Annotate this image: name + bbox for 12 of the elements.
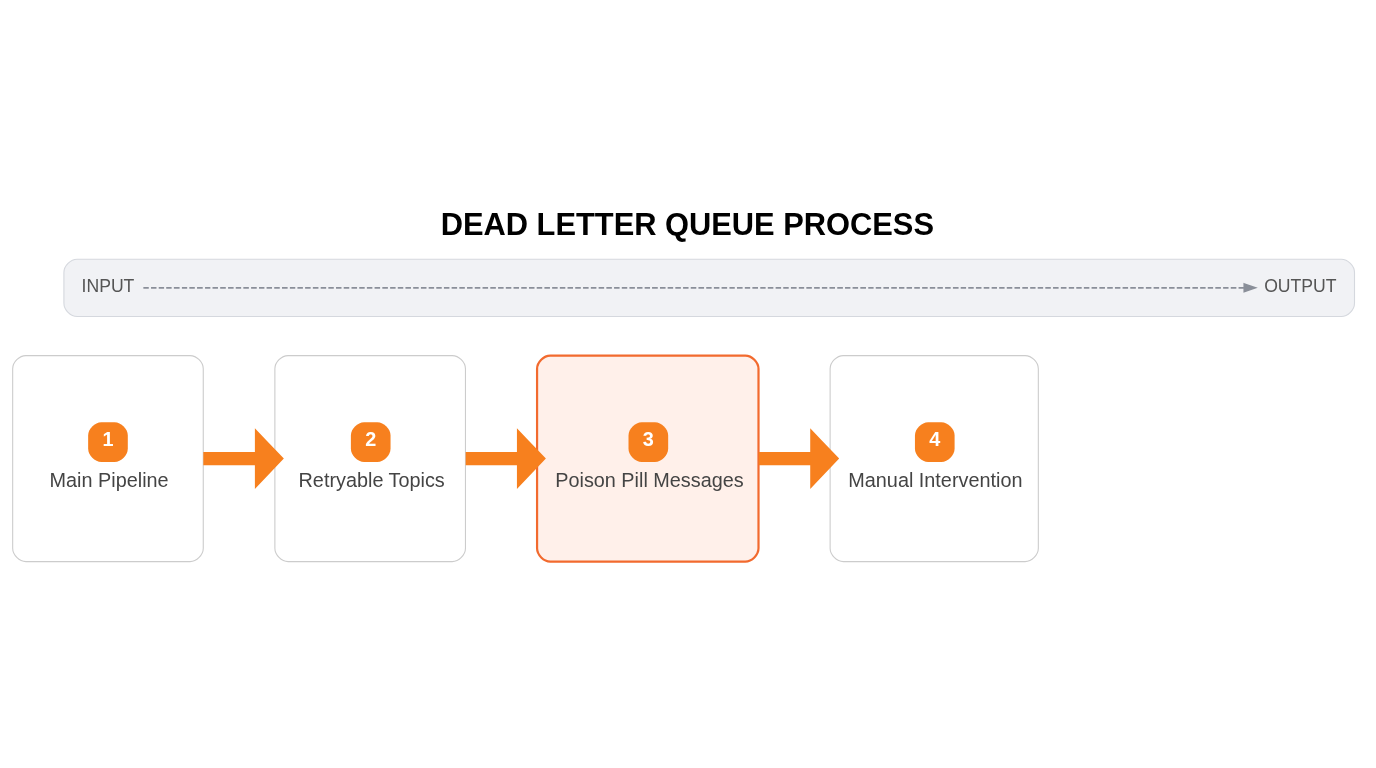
- node-text: OUTPUT: [1264, 275, 1337, 296]
- node-box: 3 Poison Pill Messages: [535, 353, 760, 563]
- node-box: 1 Main Pipeline: [12, 354, 204, 562]
- diagram-title: DEAD LETTER QUEUE PROCESS: [440, 206, 934, 242]
- arrow: [465, 427, 546, 489]
- arrow: [758, 427, 840, 489]
- node-text: INPUT: [81, 275, 135, 296]
- arrow: [142, 282, 1258, 293]
- node-box: 2 Retryable Topics: [274, 354, 466, 562]
- cluster: [63, 258, 1356, 317]
- node-box: 4 Manual Intervention: [829, 354, 1039, 562]
- arrow: [203, 427, 284, 489]
